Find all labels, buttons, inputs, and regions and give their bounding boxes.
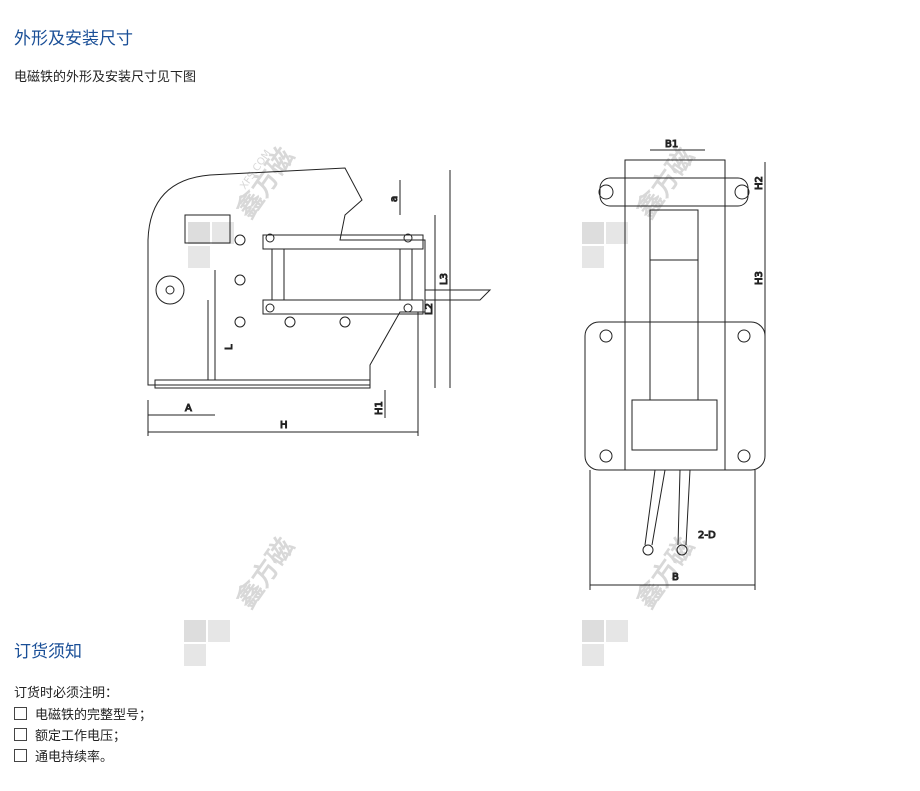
svg-text:H3: H3 [754,271,765,285]
ordering-item-text: 电磁铁的完整型号； [35,708,153,723]
svg-text:L: L [224,344,235,350]
checkbox-icon [14,707,27,720]
svg-text:H: H [280,420,288,431]
watermark: 鑫方磁 XFS.COM 鑫方磁 鑫方磁 鑫方磁 [184,142,700,666]
ordering-item-text: 通电持续率。 [35,750,114,765]
ordering-item: 通电持续率。 [14,746,113,765]
front-view [584,149,766,590]
side-view [147,167,492,436]
checkbox-icon [14,749,27,762]
ordering-item: 电磁铁的完整型号； [14,704,152,723]
svg-text:H2: H2 [754,176,765,190]
svg-text:A: A [185,403,192,414]
section-title-ordering: 订货须知 [14,642,82,662]
svg-text:L3: L3 [439,273,450,285]
svg-text:2-D: 2-D [698,530,716,541]
svg-text:鑫方磁: 鑫方磁 [630,142,700,224]
ordering-item: 额定工作电压； [14,725,126,744]
svg-text:B1: B1 [665,139,678,150]
ordering-intro: 订货时必须注明： [14,686,119,701]
svg-text:B: B [672,572,679,583]
dimensions-intro: 电磁铁的外形及安装尺寸见下图 [14,70,197,85]
svg-text:鑫方磁: 鑫方磁 [230,532,300,614]
svg-text:鑫方磁: 鑫方磁 [630,532,700,614]
svg-text:L2: L2 [424,303,435,315]
svg-text:a: a [389,196,400,202]
svg-text:H1: H1 [374,401,385,415]
checkbox-icon [14,728,27,741]
ordering-item-text: 额定工作电压； [35,729,127,744]
section-title-dimensions: 外形及安装尺寸 [14,29,133,49]
